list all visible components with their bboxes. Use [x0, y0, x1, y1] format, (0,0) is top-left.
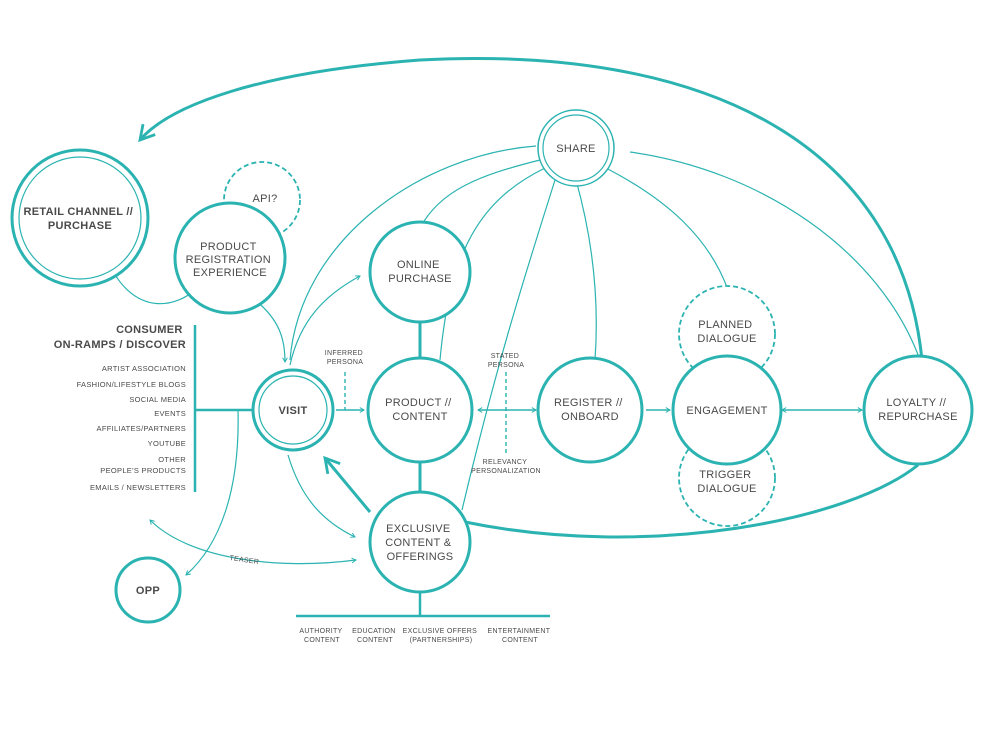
list-item: AUTHORITY CONTENT: [299, 628, 344, 644]
svg-text:PRODUCT // CONTENT: PRODUCT // CONTENT: [385, 397, 455, 423]
svg-text:SHARE: SHARE: [556, 143, 595, 155]
share-to-product-content-line: [439, 167, 546, 361]
content-types: AUTHORITY CONTENT EDUCATION CONTENT EXCL…: [299, 628, 553, 644]
exclusive-to-loyalty-curve: [464, 463, 919, 539]
list-item: OTHER: [158, 455, 186, 464]
list-item: EMAILS / NEWSLETTERS: [90, 483, 186, 492]
svg-text:ONLINE PURCHASE: ONLINE PURCHASE: [388, 259, 452, 285]
registration-to-visit-arrow: [254, 299, 288, 363]
list-item: ENTERTAINMENT CONTENT: [488, 628, 553, 644]
share-to-exclusive-line: [461, 179, 556, 511]
svg-text:TRIGGER DIALOGUE: TRIGGER DIALOGUE: [697, 469, 756, 495]
list-item: ARTIST ASSOCIATION: [102, 364, 186, 373]
exclusive-content-node[interactable]: EXCLUSIVE CONTENT & OFFERINGS: [368, 490, 472, 594]
share-to-online-purchase-line: [419, 159, 541, 229]
teaser-arrow: [149, 519, 357, 565]
relevancy-personalization-label: RELEVANCY PERSONALIZATION: [471, 459, 541, 475]
register-onboard-node[interactable]: REGISTER // ONBOARD: [536, 356, 644, 464]
list-item: AFFILIATES/PARTNERS: [97, 424, 186, 433]
list-item: EXCLUSIVE OFFERS (PARTNERSHIPS): [403, 628, 480, 644]
svg-text:RETAIL CHANNEL // PURCHA: RETAIL CHANNEL // PURCHASE: [24, 206, 137, 232]
share-to-loyalty-line: [629, 151, 921, 361]
on-ramps-bracket: [193, 325, 255, 492]
svg-text:LOYALTY // REPURCHASE: LOYALTY // REPURCHASE: [878, 397, 957, 423]
svg-text:PRODUCT REGISTRATION: PRODUCT REGISTRATION EXPERIENCE: [186, 241, 275, 279]
svg-text:API?: API?: [252, 193, 277, 205]
share-to-visit-line: [289, 145, 537, 361]
svg-text:VISIT: VISIT: [278, 405, 307, 417]
inferred-persona-label: INFERRED PERSONA: [325, 350, 365, 366]
list-item: FASHION/LIFESTYLE BLOGS: [77, 380, 186, 389]
list-item: EVENTS: [154, 409, 186, 418]
product-registration-node[interactable]: PRODUCT REGISTRATION EXPERIENCE: [173, 201, 287, 315]
engagement-node[interactable]: ENGAGEMENT: [671, 354, 783, 466]
svg-text:REGISTER // ONBOARD: REGISTER // ONBOARD: [554, 397, 626, 423]
share-to-engagement-line: [599, 164, 729, 291]
share-connections: [289, 145, 921, 511]
svg-text:ENGAGEMENT: ENGAGEMENT: [686, 405, 767, 417]
content-types-bracket: [296, 592, 550, 618]
product-content-node[interactable]: PRODUCT // CONTENT: [366, 356, 474, 464]
list-item: EDUCATION CONTENT: [352, 628, 398, 644]
visit-to-online-purchase-arrow: [289, 275, 361, 366]
svg-text:OPP: OPP: [136, 585, 160, 597]
on-ramps-list: CONSUMER ON-RAMPS / DISCOVER ARTIST ASSO…: [54, 324, 186, 492]
list-item: YOUTUBE: [148, 439, 186, 448]
opp-node[interactable]: OPP: [114, 556, 182, 624]
svg-text:EXCLUSIVE CONTENT &: EXCLUSIVE CONTENT & OFFERINGS: [385, 523, 454, 563]
on-ramps-heading: CONSUMER ON-RAMPS / DISCOVER: [54, 324, 186, 351]
exclusive-to-visit-arrow: [323, 455, 372, 513]
share-to-register-line: [575, 179, 597, 361]
online-purchase-node[interactable]: ONLINE PURCHASE: [368, 220, 472, 324]
visit-to-exclusive-arrow: [287, 454, 356, 538]
teaser-label: TEASER: [229, 555, 259, 566]
loyalty-to-retail-arrow: [138, 56, 924, 361]
visit-node[interactable]: VISIT: [251, 368, 335, 452]
share-node[interactable]: SHARE: [537, 109, 615, 187]
stated-persona-label: STATED PERSONA: [488, 353, 524, 369]
list-item: PEOPLE'S PRODUCTS: [100, 466, 186, 475]
svg-text:PLANNED DIALOGUE: PLANNED DIALOGUE: [697, 319, 756, 345]
retail-channel-node[interactable]: RETAIL CHANNEL // PURCHASE: [10, 148, 150, 288]
list-item: SOCIAL MEDIA: [129, 395, 186, 404]
loyalty-node[interactable]: LOYALTY // REPURCHASE: [862, 354, 974, 466]
